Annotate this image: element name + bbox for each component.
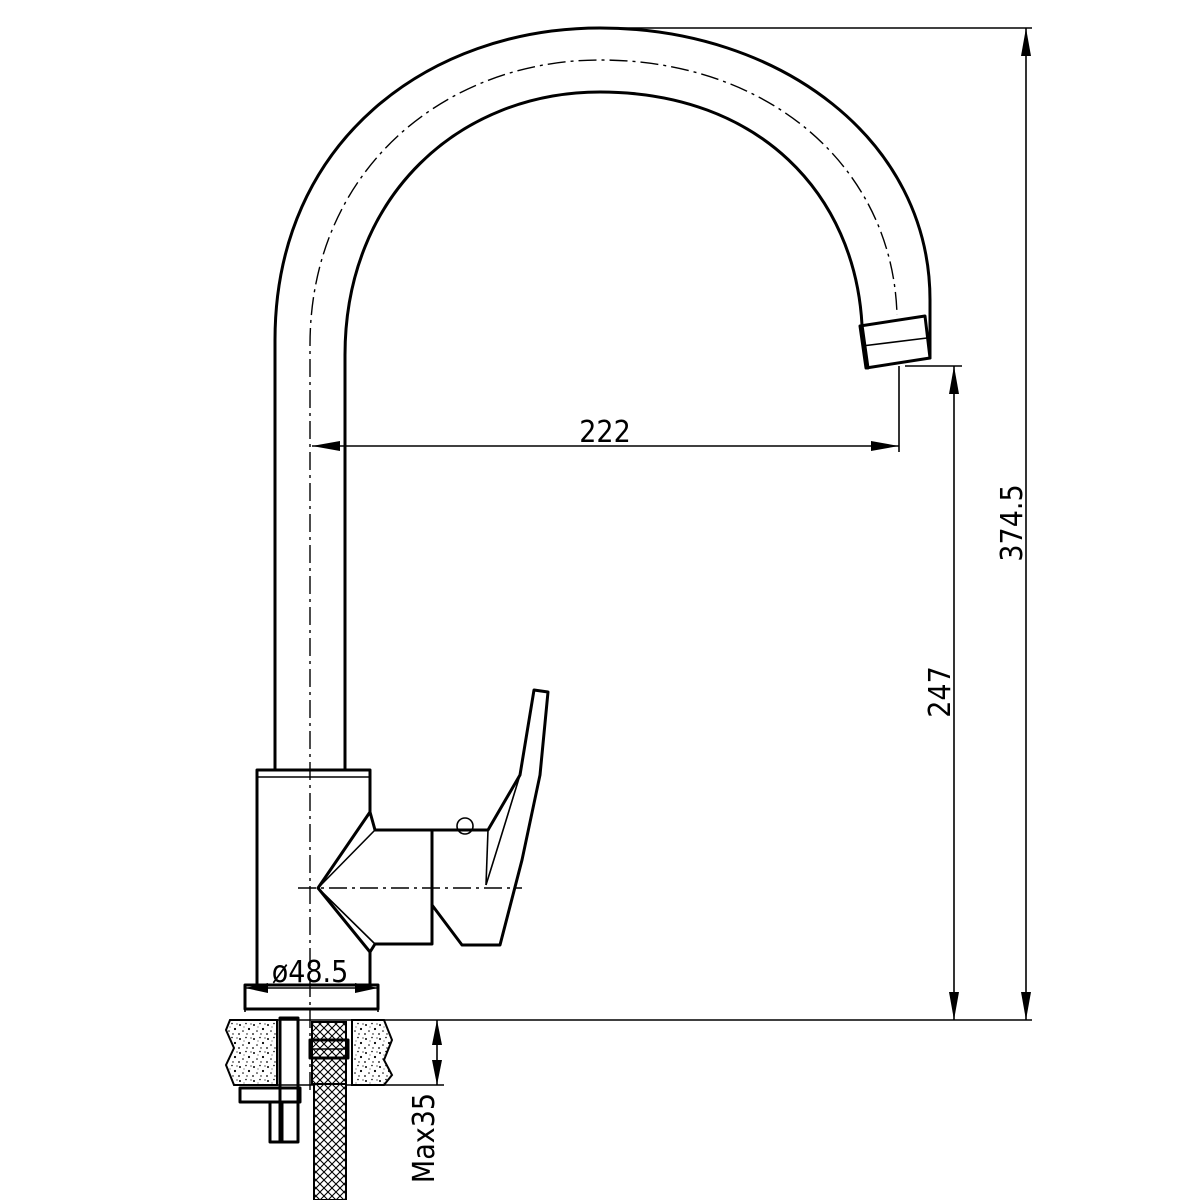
supply-hose [308, 1021, 350, 1200]
spout [273, 26, 932, 772]
spout-centerline [309, 59, 898, 1090]
counter-thickness-dimension: Max35 [384, 1020, 444, 1183]
lever-handle [430, 688, 550, 947]
total-height-label: 374.5 [995, 484, 1030, 561]
countertop-section [224, 1019, 394, 1086]
reach-dimension-label: 222 [579, 415, 631, 450]
total-height-dimension: 374.5 [610, 27, 1032, 1020]
base-diameter-dimension: ø48.5 [244, 955, 379, 1012]
base-diameter-label: ø48.5 [272, 955, 349, 990]
mounting-stud [238, 1016, 302, 1144]
spout-height-dimension: 247 [905, 365, 962, 1020]
spout-height-label: 247 [923, 666, 958, 718]
counter-thickness-label: Max35 [407, 1093, 442, 1183]
reach-dimension: 222 [312, 366, 900, 452]
